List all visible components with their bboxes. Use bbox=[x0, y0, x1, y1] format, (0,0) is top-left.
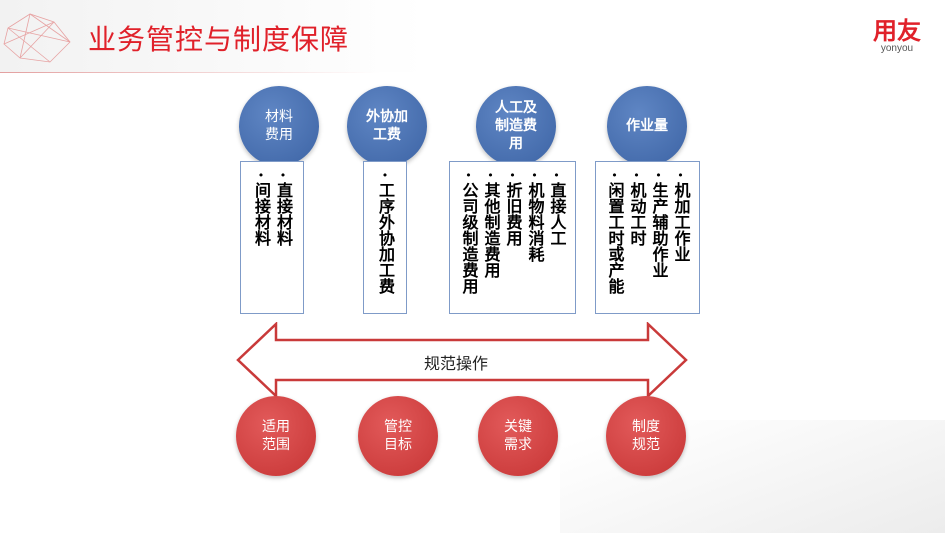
category-label: 外协加 工费 bbox=[366, 109, 408, 143]
list-item: •机动工时 bbox=[627, 169, 647, 247]
items-box-outsourcing: •工序外协加工费 bbox=[363, 161, 407, 314]
category-circle-labor-overhead: 人工及 制造费 用 bbox=[476, 86, 556, 166]
items-box-workload: •机加工作业 •生产辅助作业 •机动工时 •闲置工时或产能 bbox=[595, 161, 700, 314]
control-label: 关键 需求 bbox=[504, 419, 532, 453]
header-band bbox=[0, 0, 945, 72]
items-box-labor-overhead: •直接人工 •机物料消耗 •折旧费用 •其他制造费用 •公司级制造费用 bbox=[449, 161, 576, 314]
arrow-label: 规范操作 bbox=[424, 354, 489, 373]
control-label: 制度 规范 bbox=[632, 419, 660, 453]
header-divider bbox=[0, 72, 380, 73]
category-label: 人工及 制造费 用 bbox=[495, 100, 537, 152]
double-arrow-icon bbox=[236, 322, 688, 398]
control-circle-scope: 适用 范围 bbox=[236, 396, 316, 476]
list-item: •工序外协加工费 bbox=[376, 169, 395, 295]
item-text: 间接材料 bbox=[252, 182, 271, 246]
list-item: •机加工作业 bbox=[671, 169, 691, 263]
list-item: •其他制造费用 bbox=[481, 169, 501, 279]
category-label: 材料 费用 bbox=[265, 109, 293, 143]
list-item: •闲置工时或产能 bbox=[605, 169, 625, 295]
list-item: •折旧费用 bbox=[503, 169, 523, 247]
item-text: 公司级制造费用 bbox=[459, 182, 479, 294]
control-label: 管控 目标 bbox=[384, 419, 412, 453]
list-item: •公司级制造费用 bbox=[459, 169, 479, 295]
list-item: •直接人工 bbox=[547, 169, 567, 247]
control-circle-policy: 制度 规范 bbox=[606, 396, 686, 476]
item-text: 其他制造费用 bbox=[481, 182, 501, 278]
control-circle-goal: 管控 目标 bbox=[358, 396, 438, 476]
item-text: 机动工时 bbox=[627, 182, 647, 246]
control-label: 适用 范围 bbox=[262, 419, 290, 453]
brand-logo: 用友 yonyou bbox=[864, 18, 930, 54]
item-text: 工序外协加工费 bbox=[376, 182, 395, 294]
list-item: •生产辅助作业 bbox=[649, 169, 669, 279]
category-circle-material: 材料 费用 bbox=[239, 86, 319, 166]
brand-name: 用友 bbox=[873, 17, 921, 45]
item-text: 生产辅助作业 bbox=[649, 182, 669, 278]
page-title: 业务管控与制度保障 bbox=[88, 23, 350, 56]
item-text: 闲置工时或产能 bbox=[605, 182, 625, 294]
category-label: 作业量 bbox=[626, 118, 668, 134]
brand-sub: yonyou bbox=[880, 43, 914, 54]
items-box-material: •直接材料 •间接材料 bbox=[240, 161, 304, 314]
polygon-logo-icon bbox=[3, 13, 71, 63]
category-circle-workload: 作业量 bbox=[607, 86, 687, 166]
item-text: 直接材料 bbox=[274, 182, 293, 246]
list-item: •机物料消耗 bbox=[525, 169, 545, 263]
control-circle-requirement: 关键 需求 bbox=[478, 396, 558, 476]
item-text: 机物料消耗 bbox=[525, 182, 545, 262]
item-text: 折旧费用 bbox=[503, 182, 523, 246]
item-text: 机加工作业 bbox=[671, 182, 691, 262]
list-item: •间接材料 bbox=[252, 169, 271, 247]
list-item: •直接材料 bbox=[274, 169, 293, 247]
item-text: 直接人工 bbox=[547, 182, 567, 246]
category-circle-outsourcing: 外协加 工费 bbox=[347, 86, 427, 166]
